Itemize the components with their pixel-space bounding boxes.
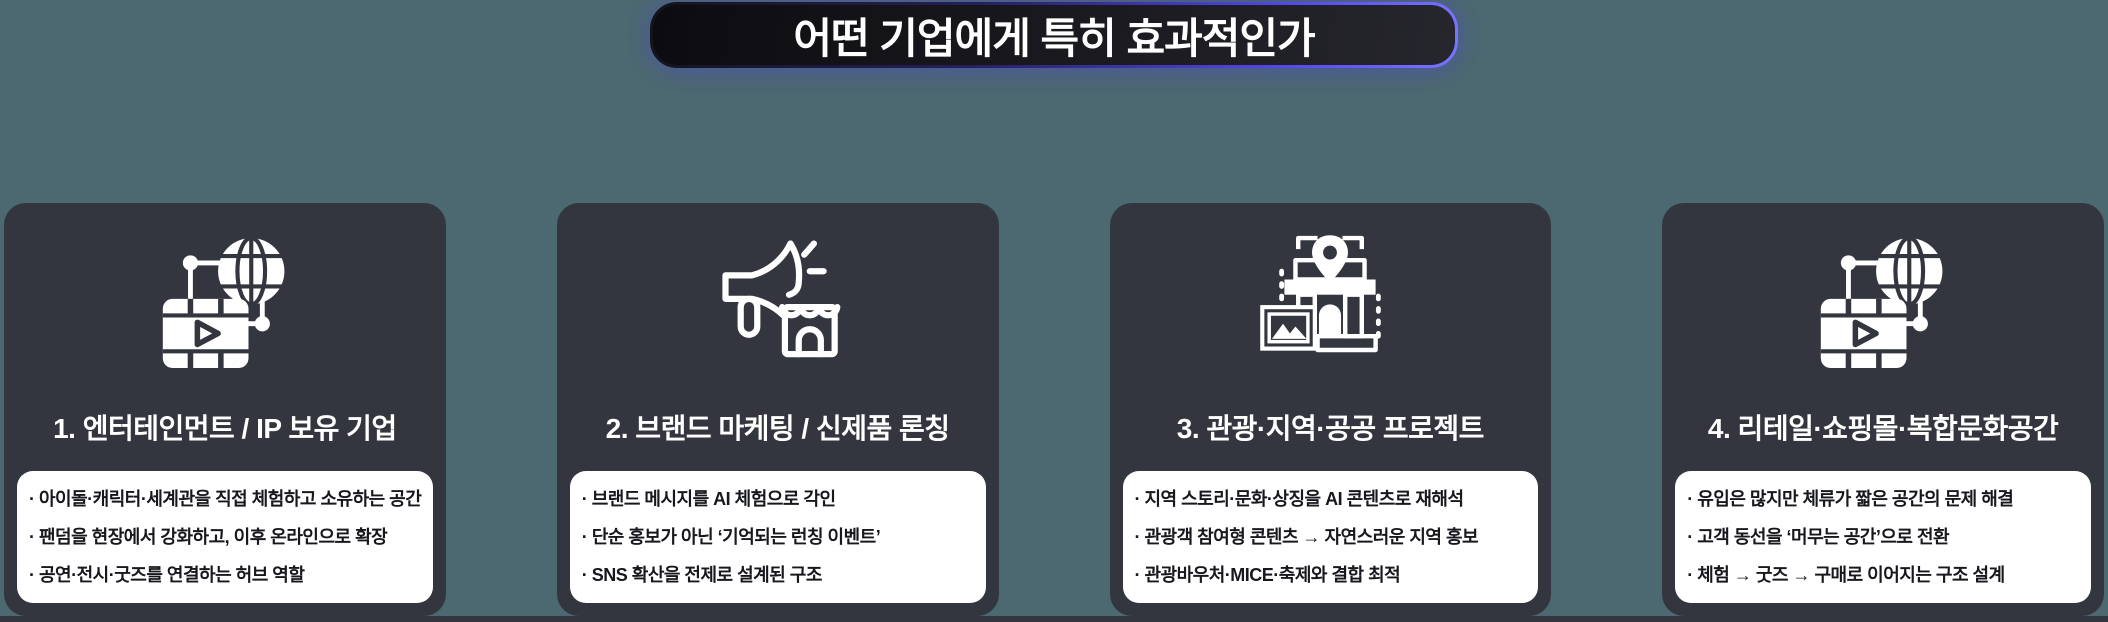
bullet-box: · 지역 스토리·문화·상징을 AI 콘텐츠로 재해석 · 관광객 참여형 콘텐… [1122,471,1539,603]
title-banner-inner: 어떤 기업에게 특히 효과적인가 [653,5,1455,65]
bottom-edge-strip [0,616,2108,622]
effectiveness-title-banner: 어떤 기업에게 특히 효과적인가 [650,2,1458,68]
bullet-item: · 단순 홍보가 아닌 ‘기억되는 런칭 이벤트’ [581,527,881,547]
card-title: 2. 브랜드 마케팅 / 신제품 론칭 [605,413,950,444]
bullet-item: · 유입은 많지만 체류가 짧은 공간의 문제 해결 [1687,489,2014,509]
bullet-item: · 관광객 참여형 콘텐츠 → 자연스러운 지역 홍보 [1134,527,1479,547]
bullet-item: · SNS 확산을 전제로 설계된 구조 [581,565,823,585]
page-title: 어떤 기업에게 특히 효과적인가 [793,14,1315,62]
card-entertainment-ip: 1. 엔터테인먼트 / IP 보유 기업 · 아이돌·캐릭터·세계관을 직접 체… [4,203,446,616]
bullet-box: · 유입은 많지만 체류가 짧은 공간의 문제 해결 · 고객 동선을 ‘머무는… [1675,471,2091,603]
card-brand-marketing: 2. 브랜드 마케팅 / 신제품 론칭 · 브랜드 메시지를 AI 체험으로 각… [556,203,999,616]
bullet-box: · 아이돌·캐릭터·세계관을 직접 체험하고 소유하는 공간 · 팬덤을 현장에… [17,471,433,603]
media-network-globe-icon [1807,227,1959,379]
bullet-item: · 브랜드 메시지를 AI 체험으로 각인 [581,489,836,509]
bullet-item: · 아이돌·캐릭터·세계관을 직접 체험하고 소유하는 공간 [29,489,422,509]
card-retail-mall: 4. 리테일·쇼핑몰·복합문화공간 · 유입은 많지만 체류가 짧은 공간의 문… [1662,203,2104,616]
card-title: 4. 리테일·쇼핑몰·복합문화공간 [1707,413,2059,444]
cards-grid: 1. 엔터테인먼트 / IP 보유 기업 · 아이돌·캐릭터·세계관을 직접 체… [4,203,2104,616]
card-title: 3. 관광·지역·공공 프로젝트 [1176,413,1485,444]
bullet-item: · 고객 동선을 ‘머무는 공간’으로 전환 [1687,527,1950,547]
bullet-item: · 체험 → 굿즈 → 구매로 이어지는 구조 설계 [1687,565,2005,585]
media-network-globe-icon [149,227,301,379]
landmark-pin-photo-icon [1254,227,1406,379]
bullet-item: · 관광바우처·MICE·축제와 결합 최적 [1134,565,1401,585]
bullet-item: · 팬덤을 현장에서 강화하고, 이후 온라인으로 확장 [29,527,388,547]
card-tourism-public: 3. 관광·지역·공공 프로젝트 · 지역 스토리·문화·상징을 AI 콘텐츠로… [1109,203,1552,616]
bullet-item: · 지역 스토리·문화·상징을 AI 콘텐츠로 재해석 [1134,489,1465,509]
bullet-item: · 공연·전시·굿즈를 연결하는 허브 역할 [29,565,305,585]
megaphone-storefront-icon [702,227,854,379]
bullet-box: · 브랜드 메시지를 AI 체험으로 각인 · 단순 홍보가 아닌 ‘기억되는 … [569,471,986,603]
card-title: 1. 엔터테인먼트 / IP 보유 기업 [53,413,397,444]
